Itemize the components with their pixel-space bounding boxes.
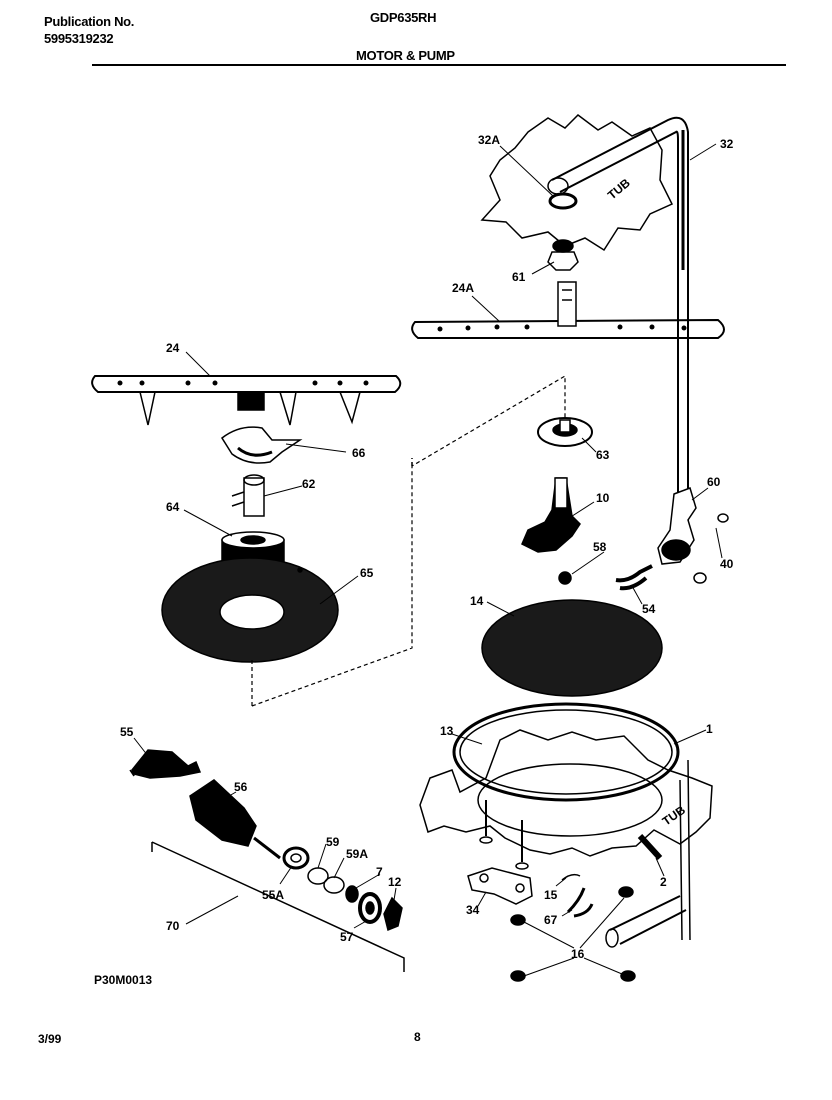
callout-16: 16 — [571, 947, 585, 961]
spray-arm-hub — [557, 281, 577, 327]
tub-label-upper: TUB — [605, 176, 633, 203]
callout-10: 10 — [596, 491, 610, 505]
callout-34: 34 — [466, 903, 480, 917]
lower-tub-fragment — [419, 729, 713, 857]
callout-14: 14 — [470, 594, 484, 608]
part-40-washer — [693, 572, 707, 584]
arm-holes-24A — [437, 324, 687, 332]
bracket-70 — [151, 841, 405, 972]
callout-70: 70 — [166, 919, 180, 933]
publication-label: Publication No. — [44, 14, 135, 29]
callout-56: 56 — [234, 780, 248, 794]
callout-54: 54 — [642, 602, 656, 616]
callout-61: 61 — [512, 270, 526, 284]
callout-32A: 32A — [478, 133, 500, 147]
upper-spray-arm-24A — [411, 318, 725, 339]
model-number: GDP635RH — [370, 10, 437, 25]
callout-24: 24 — [166, 341, 180, 355]
callout-67: 67 — [544, 913, 558, 927]
page-number: 8 — [414, 1030, 421, 1044]
diagram-code: P30M0013 — [94, 973, 153, 987]
callout-58: 58 — [593, 540, 607, 554]
supply-tube-32 — [551, 116, 689, 540]
filter-disc-14 — [481, 599, 663, 697]
callout-15: 15 — [544, 888, 558, 902]
nut-16d — [620, 970, 636, 982]
callout-62: 62 — [302, 477, 316, 491]
part-10 — [521, 477, 581, 553]
publication-number: 5995319232 — [44, 31, 114, 46]
callout-59: 59 — [326, 835, 340, 849]
bracket-34 — [467, 867, 533, 905]
callout-57: 57 — [340, 930, 354, 944]
tube-end — [547, 177, 569, 195]
callout-60: 60 — [707, 475, 721, 489]
tub-label-lower: TUB — [660, 803, 689, 829]
callout-12: 12 — [388, 875, 402, 889]
part-63 — [537, 417, 593, 447]
motor-mount-55 — [131, 749, 202, 779]
nut-16c — [510, 970, 526, 982]
nut-16a — [510, 914, 526, 926]
callout-55: 55 — [120, 725, 134, 739]
lower-spray-arm-24 — [91, 375, 402, 393]
part-58 — [558, 571, 572, 585]
seal-55A — [282, 846, 310, 870]
callout-7: 7 — [376, 865, 383, 879]
part-40-ring — [717, 513, 729, 523]
callout-55A: 55A — [262, 888, 284, 902]
callout-24A: 24A — [452, 281, 474, 295]
nut-16b — [618, 886, 634, 898]
callout-2: 2 — [660, 875, 667, 889]
callout-59A: 59A — [346, 847, 368, 861]
callout-65: 65 — [360, 566, 374, 580]
motor-56 — [189, 779, 257, 847]
callout-13: 13 — [440, 724, 454, 738]
part-7 — [345, 885, 359, 903]
part-54 — [615, 564, 653, 591]
callout-40: 40 — [720, 557, 734, 571]
callout-63: 63 — [596, 448, 610, 462]
callout-32: 32 — [720, 137, 734, 151]
nut-61 — [547, 251, 579, 271]
header-rule — [92, 64, 786, 66]
part-12 — [383, 896, 403, 932]
upper-tub-fragment — [480, 114, 674, 252]
section-title: MOTOR & PUMP — [356, 48, 455, 63]
ring-59A — [323, 876, 345, 894]
clip-15 — [561, 873, 581, 881]
shaft-62 — [243, 477, 265, 517]
callout-1: 1 — [706, 722, 713, 736]
clip-67 — [566, 887, 594, 918]
footer-date: 3/99 — [38, 1032, 62, 1046]
impeller-66 — [221, 426, 303, 464]
callout-64: 64 — [166, 500, 180, 514]
callout-66: 66 — [352, 446, 366, 460]
grommet-32A — [548, 192, 578, 210]
part-2 — [637, 833, 663, 861]
gasket-13 — [452, 702, 680, 802]
